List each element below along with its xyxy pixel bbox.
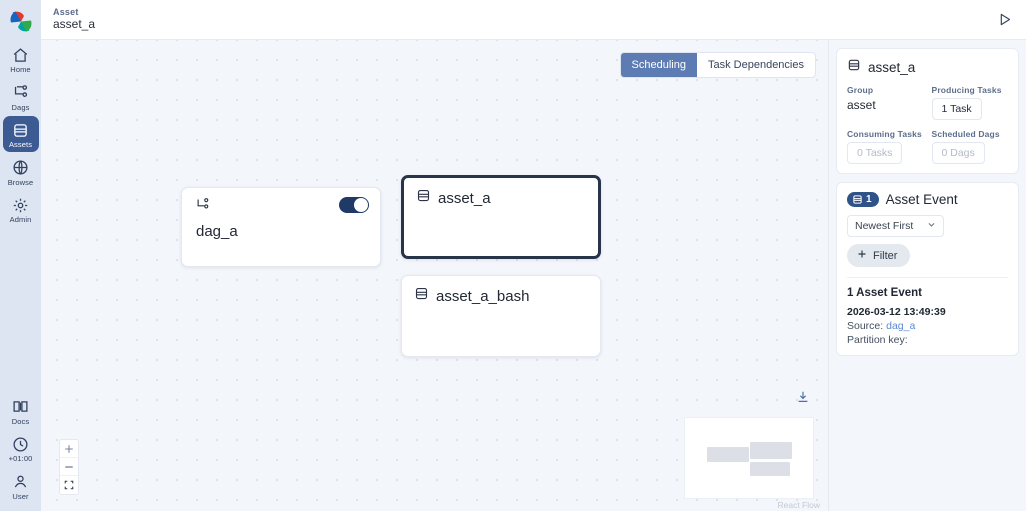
database-icon xyxy=(847,58,861,77)
dag-pause-toggle[interactable] xyxy=(339,197,369,213)
minimap-node xyxy=(707,447,749,462)
event-partition-row: Partition key: xyxy=(847,334,1008,346)
sidebar-item-dags[interactable]: Dags xyxy=(3,79,39,115)
sidebar-item-label: User xyxy=(12,491,29,501)
asset-name: asset_a xyxy=(868,60,916,75)
event-source-label: Source: xyxy=(847,320,884,332)
add-filter-button[interactable]: Filter xyxy=(847,244,911,267)
database-icon xyxy=(414,286,429,306)
asset-node-header: asset_a xyxy=(404,178,598,208)
tab-task-dependencies[interactable]: Task Dependencies xyxy=(707,59,804,71)
sidebar-item-label: +01:00 xyxy=(8,454,33,463)
graph-canvas[interactable]: Scheduling Task Dependencies xyxy=(41,40,828,511)
sidebar-item-label: Home xyxy=(10,65,31,74)
sidebar-item-docs[interactable]: Docs xyxy=(3,393,39,429)
graph-zoom-controls xyxy=(59,439,79,495)
user-icon xyxy=(12,473,29,491)
event-sort-value: Newest First xyxy=(855,220,914,232)
page-title: asset_a xyxy=(53,17,96,32)
tab-scheduling[interactable]: Scheduling xyxy=(620,53,697,77)
sidebar-item-browse[interactable]: Browse xyxy=(3,154,39,190)
field-label: Producing Tasks xyxy=(931,85,1002,95)
breadcrumb: Asset asset_a xyxy=(53,7,95,32)
graph-node-asset_a[interactable]: asset_a xyxy=(401,175,601,259)
download-icon[interactable] xyxy=(796,390,810,409)
sidebar-item-timezone[interactable]: +01:00 xyxy=(3,430,39,466)
event-source-link[interactable]: dag_a xyxy=(886,320,916,332)
event-partition-label: Partition key: xyxy=(847,334,908,346)
field-value: asset xyxy=(847,98,876,112)
graph-node-label: dag_a xyxy=(196,223,238,240)
field-scheduled-dags: Scheduled Dags 0 Dags xyxy=(931,129,1009,164)
sidebar-item-label: Docs xyxy=(11,416,30,426)
book-icon xyxy=(12,398,29,416)
graph-view-tabs: Scheduling Task Dependencies xyxy=(619,52,816,78)
asset-events-title: Asset Event xyxy=(885,192,958,207)
dag-node-header xyxy=(182,188,380,217)
asset-events-card: 1 Asset Event Newest First xyxy=(836,182,1019,356)
graph-node-label: asset_a_bash xyxy=(436,287,530,305)
producing-tasks-button[interactable]: 1 Task xyxy=(931,98,982,120)
sidebar-item-label: Dags xyxy=(11,102,30,112)
play-triangle-icon[interactable] xyxy=(992,8,1016,32)
clock-icon xyxy=(12,435,29,453)
dag-icon xyxy=(195,197,210,217)
consuming-tasks-button[interactable]: 0 Tasks xyxy=(847,142,903,164)
field-label: Group xyxy=(847,85,874,95)
database-icon xyxy=(12,121,29,139)
chevron-down-icon xyxy=(927,220,936,232)
graph-node-label: asset_a xyxy=(438,189,491,207)
graph-minimap[interactable] xyxy=(684,417,814,499)
home-icon xyxy=(12,46,29,64)
field-producing-tasks: Producing Tasks 1 Task xyxy=(931,85,1009,120)
fit-view-icon[interactable] xyxy=(60,476,78,494)
sidebar-item-label: Admin xyxy=(9,215,32,224)
graph-node-dag_a[interactable]: dag_a xyxy=(181,187,381,267)
event-timestamp: 2026-03-12 13:49:39 xyxy=(847,306,946,318)
scheduled-dags-button[interactable]: 0 Dags xyxy=(931,142,985,164)
database-icon xyxy=(416,188,431,208)
asset-summary-card: asset_a Group asset Producing Tasks 1 Ta… xyxy=(836,48,1019,174)
sidebar-item-label: Assets xyxy=(8,140,33,149)
sidebar-bottom-group: Docs +01:00 User xyxy=(3,393,39,511)
asset-event-count-title: 1 Asset Event xyxy=(847,287,922,299)
filter-label: Filter xyxy=(873,249,898,262)
graph-node-asset_a_bash[interactable]: asset_a_bash xyxy=(401,275,601,357)
react-flow-attribution: React Flow xyxy=(777,500,820,510)
minimap-node xyxy=(750,462,790,476)
asset-fields-grid: Group asset Producing Tasks 1 Task Consu… xyxy=(847,85,1008,164)
field-consuming-tasks: Consuming Tasks 0 Tasks xyxy=(847,129,924,164)
sidebar-item-assets[interactable]: Assets xyxy=(2,116,39,152)
asset-events-header: 1 Asset Event xyxy=(847,192,1008,207)
zoom-out-icon[interactable] xyxy=(60,458,78,476)
gear-icon xyxy=(12,196,29,214)
field-label: Consuming Tasks xyxy=(847,129,922,139)
content-row: Scheduling Task Dependencies xyxy=(41,40,1026,511)
field-label: Scheduled Dags xyxy=(931,129,1000,139)
top-header-bar: Asset asset_a xyxy=(41,0,1026,40)
sidebar-item-home[interactable]: Home xyxy=(3,41,39,77)
sidebar-item-admin[interactable]: Admin xyxy=(3,191,39,227)
left-sidebar: Home Dags Assets Browse Admin xyxy=(0,0,41,511)
dag-icon xyxy=(12,84,29,102)
details-panel: asset_a Group asset Producing Tasks 1 Ta… xyxy=(828,40,1026,511)
globe-icon xyxy=(12,159,29,177)
asset-node-header: asset_a_bash xyxy=(402,276,600,306)
sidebar-item-label: Browse xyxy=(7,177,34,187)
asset-summary-header: asset_a xyxy=(847,58,1008,77)
badge-number: 1 xyxy=(866,194,872,205)
event-sort-select[interactable]: Newest First xyxy=(847,215,945,237)
event-source-row: Source: dag_a xyxy=(847,320,1008,332)
airflow-pinwheel-logo[interactable] xyxy=(6,7,36,35)
asset-event-item[interactable]: 2026-03-12 13:49:39 Source: dag_a Partit… xyxy=(847,306,1008,346)
sidebar-item-user[interactable]: User xyxy=(3,468,39,504)
plus-icon xyxy=(857,249,867,262)
zoom-in-icon[interactable] xyxy=(60,440,78,458)
asset-event-count-badge: 1 xyxy=(847,192,879,207)
minimap-node xyxy=(750,442,792,459)
events-divider xyxy=(847,277,1008,278)
main-column: Asset asset_a Scheduling Task Dependenci… xyxy=(41,0,1026,511)
field-group: Group asset xyxy=(847,85,924,120)
breadcrumb-kind: Asset xyxy=(53,6,79,17)
